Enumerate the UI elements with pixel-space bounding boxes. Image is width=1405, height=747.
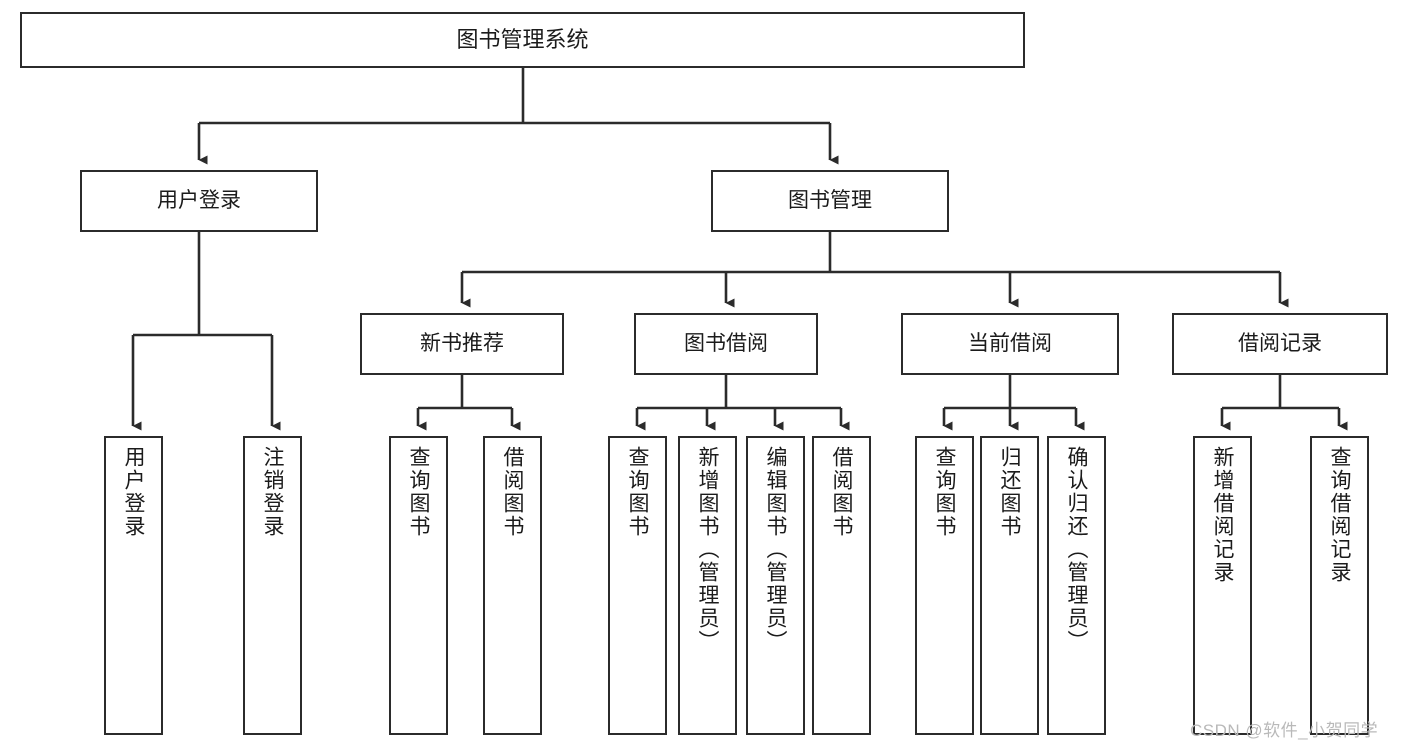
node-label: 查询图书 <box>626 446 649 538</box>
node-new-book-recommend[interactable]: 新书推荐 <box>360 313 564 375</box>
leaf-record-add-record[interactable]: 新增借阅记录 <box>1193 436 1252 735</box>
leaf-user-login-logout[interactable]: 注销登录 <box>243 436 302 735</box>
node-borrow-record[interactable]: 借阅记录 <box>1172 313 1388 375</box>
leaf-record-query-record[interactable]: 查询借阅记录 <box>1310 436 1369 735</box>
node-label: 确认归还（管理员） <box>1065 446 1088 653</box>
node-book-borrow[interactable]: 图书借阅 <box>634 313 818 375</box>
node-root-system[interactable]: 图书管理系统 <box>20 12 1025 68</box>
leaf-current-query-book[interactable]: 查询图书 <box>915 436 974 735</box>
node-label: 图书管理系统 <box>456 27 589 53</box>
node-label: 查询借阅记录 <box>1328 446 1351 584</box>
node-book-management[interactable]: 图书管理 <box>711 170 949 232</box>
node-label: 图书管理 <box>788 188 872 212</box>
leaf-recommend-query-book[interactable]: 查询图书 <box>389 436 448 735</box>
node-label: 用户登录 <box>122 446 145 538</box>
node-label: 查询图书 <box>933 446 956 538</box>
node-label: 当前借阅 <box>968 331 1052 355</box>
node-user-login[interactable]: 用户登录 <box>80 170 318 232</box>
node-label: 编辑图书（管理员） <box>764 446 787 653</box>
node-label: 新书推荐 <box>420 331 504 355</box>
leaf-recommend-borrow-book[interactable]: 借阅图书 <box>483 436 542 735</box>
leaf-borrow-add-book-admin[interactable]: 新增图书（管理员） <box>678 436 737 735</box>
node-label: 借阅图书 <box>830 446 853 538</box>
node-label: 借阅记录 <box>1238 331 1322 355</box>
node-current-borrow[interactable]: 当前借阅 <box>901 313 1119 375</box>
leaf-borrow-query-book[interactable]: 查询图书 <box>608 436 667 735</box>
node-label: 借阅图书 <box>501 446 524 538</box>
node-label: 归还图书 <box>998 446 1021 538</box>
node-label: 图书借阅 <box>684 331 768 355</box>
node-label: 用户登录 <box>157 188 241 212</box>
node-label: 新增图书（管理员） <box>696 446 719 653</box>
leaf-borrow-edit-book-admin[interactable]: 编辑图书（管理员） <box>746 436 805 735</box>
node-label: 注销登录 <box>261 446 284 538</box>
node-label: 查询图书 <box>407 446 430 538</box>
node-label: 新增借阅记录 <box>1211 446 1234 584</box>
leaf-current-return-book[interactable]: 归还图书 <box>980 436 1039 735</box>
leaf-borrow-borrow-book[interactable]: 借阅图书 <box>812 436 871 735</box>
leaf-current-confirm-return-admin[interactable]: 确认归还（管理员） <box>1047 436 1106 735</box>
leaf-user-login-login[interactable]: 用户登录 <box>104 436 163 735</box>
